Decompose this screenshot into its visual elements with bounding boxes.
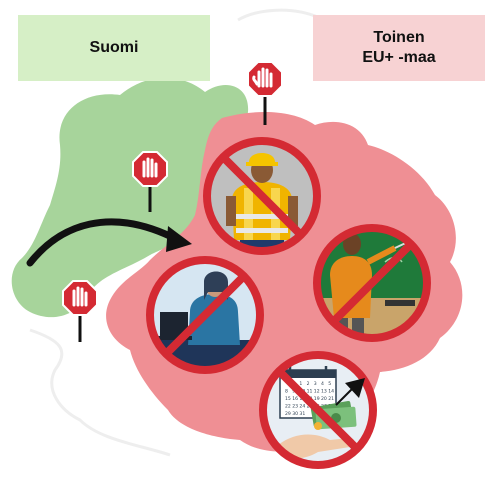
stop-hand-icon (247, 61, 283, 125)
curved-arrow-icon (26, 218, 192, 267)
map-outline-trace (29, 8, 321, 457)
calendar-day: 23 (292, 404, 298, 410)
finland-label: Suomi (18, 15, 210, 81)
calendar-day: 8 (285, 389, 288, 395)
office-worker-icon (146, 256, 264, 374)
calendar-day: 3 (314, 381, 317, 387)
calendar-day: 1 (299, 381, 302, 387)
calendar-day: 11 (307, 389, 313, 395)
stop-hand-icon (132, 151, 168, 212)
calendar-day: 24 (299, 404, 305, 410)
finland-label-text: Suomi (89, 39, 139, 56)
calendar-day: 22 (285, 404, 291, 410)
calendar-day: 16 (292, 396, 298, 402)
calendar-day: 20 (321, 396, 327, 402)
teacher-icon (313, 224, 431, 342)
calendar-day: 29 (285, 411, 291, 417)
calendar-day: 9 (292, 389, 295, 395)
calendar-day: 2 (307, 381, 310, 387)
calendar-day: 30 (292, 411, 298, 417)
calendar-day: 15 (285, 396, 291, 402)
calendar-day: 12 (314, 389, 320, 395)
other-country-label: Toinen EU+ -maa (313, 15, 485, 81)
cursor-icon (335, 378, 365, 406)
other-country-label-line2: EU+ -maa (362, 49, 436, 66)
calendar-day: 13 (321, 389, 327, 395)
calendar-day: 5 (328, 381, 331, 387)
stop-hand-icon (62, 280, 98, 342)
calendar-day: 21 (328, 396, 334, 402)
other-country-label-line1: Toinen (373, 29, 425, 46)
calendar-day: 14 (328, 389, 334, 395)
payment-calendar-icon: 1234589101112131415161718192021222324252… (259, 351, 377, 469)
calendar-day: 31 (299, 411, 305, 417)
calendar-day: 19 (314, 396, 320, 402)
calendar-day: 4 (321, 381, 324, 387)
construction-worker-icon (203, 137, 321, 255)
finland-region (11, 77, 249, 318)
